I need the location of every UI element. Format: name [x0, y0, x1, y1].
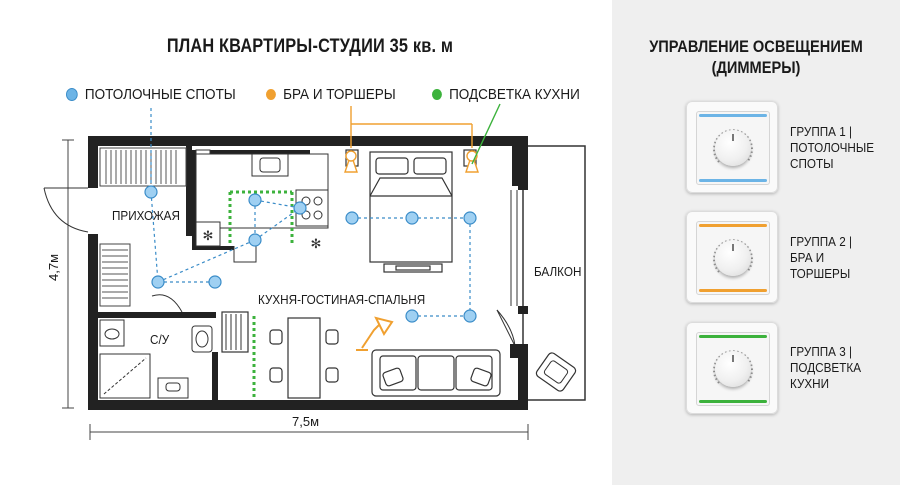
dimension-width: 7,5м	[292, 414, 320, 429]
kitchen-light-wire	[471, 103, 501, 165]
room-label-hall: ПРИХОЖАЯ	[112, 208, 180, 223]
dimmer-switch-group-3[interactable]	[686, 322, 778, 414]
sofa	[371, 349, 501, 397]
dimmer-scale-icon	[713, 129, 753, 163]
interior-walls	[88, 146, 310, 402]
dining-table	[221, 311, 339, 399]
dimmer-panel: УПРАВЛЕНИЕ ОСВЕЩЕНИЕМ (ДИММЕРЫ) ГРУППА 1…	[612, 0, 900, 485]
bed	[345, 149, 477, 273]
dimmer-switch-group-2[interactable]	[686, 211, 778, 303]
dimmer-scale-icon	[713, 350, 753, 384]
dimension-lines	[62, 139, 529, 440]
bathroom	[99, 294, 213, 399]
sconce-wiring	[350, 106, 473, 148]
kitchen-unit: ✻ ✻	[195, 153, 329, 263]
dimmer-knob-icon[interactable]	[715, 130, 751, 166]
dimmer-scale-icon	[713, 239, 753, 273]
plan-title: ПЛАН КВАРТИРЫ-СТУДИИ 35 кв. м	[166, 36, 454, 57]
sconce-dot-icon	[266, 89, 276, 100]
floor-lamp-icon	[356, 316, 394, 351]
balcony	[496, 145, 586, 401]
ceiling-spot-wiring	[150, 108, 471, 317]
dimmer-switch-group-1[interactable]	[686, 101, 778, 193]
legend-label: ПОТОЛОЧНЫЕ СПОТЫ	[84, 86, 236, 103]
outer-walls	[88, 136, 528, 410]
kitchen-light-dot-icon	[432, 89, 442, 100]
dimmer-knob-icon[interactable]	[715, 240, 751, 276]
hall-wardrobe	[99, 147, 187, 307]
room-label-studio: КУХНЯ-ГОСТИНАЯ-СПАЛЬНЯ	[258, 292, 426, 307]
legend-item-ceiling-spots: ПОТОЛОЧНЫЕ СПОТЫ	[66, 86, 236, 103]
svg-text:✻: ✻	[311, 237, 322, 252]
room-label-bathroom: С/У	[150, 332, 170, 347]
dimension-height: 4,7м	[46, 253, 62, 282]
dimmer-knob-icon[interactable]	[715, 351, 751, 387]
floor-plan-area: ПЛАН КВАРТИРЫ-СТУДИИ 35 кв. м ПОТОЛОЧНЫЕ…	[43, 36, 586, 440]
legend-label: ПОДСВЕТКА КУХНИ	[449, 86, 580, 103]
kitchen-light-strip	[228, 190, 294, 398]
legend-label: БРА И ТОРШЕРЫ	[283, 86, 396, 103]
panel-title: УПРАВЛЕНИЕ ОСВЕЩЕНИЕМ (ДИММЕРЫ)	[649, 37, 863, 77]
legend-item-kitchen-light: ПОДСВЕТКА КУХНИ	[432, 86, 580, 103]
dimmer-label-group-2: ГРУППА 2 | БРА И ТОРШЕРЫ	[790, 234, 852, 281]
ceiling-spot-dot-icon	[66, 88, 78, 101]
dimmer-label-group-3: ГРУППА 3 | ПОДСВЕТКА КУХНИ	[790, 344, 862, 391]
svg-text:✻: ✻	[203, 229, 214, 244]
entrance-door	[43, 187, 89, 233]
balcony-armchair-icon	[535, 352, 577, 392]
floor-plan: ✻ ✻	[43, 103, 586, 440]
dimmer-label-group-1: ГРУППА 1 | ПОТОЛОЧНЫЕ СПОТЫ	[790, 124, 875, 171]
ceiling-spots	[144, 185, 477, 323]
room-label-balcony: БАЛКОН	[534, 264, 582, 279]
legend-item-sconces: БРА И ТОРШЕРЫ	[266, 86, 396, 103]
